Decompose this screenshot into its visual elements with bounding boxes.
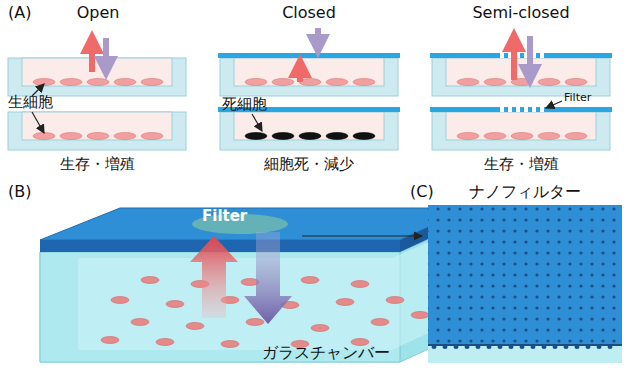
pore: [564, 345, 569, 349]
cell: [101, 337, 119, 344]
pore: [498, 345, 503, 349]
cell: [60, 79, 82, 86]
cell: [326, 133, 348, 140]
cell: [141, 277, 159, 284]
result-label: 生存・増殖: [60, 156, 135, 173]
filter-label: Filter: [202, 208, 247, 225]
cell: [565, 133, 587, 140]
cell: [301, 277, 319, 284]
cell: [371, 319, 389, 326]
cell: [353, 133, 375, 140]
cell: [141, 79, 163, 86]
cell: [484, 79, 506, 86]
cell: [538, 79, 560, 86]
pore: [509, 345, 514, 349]
cell: [166, 301, 184, 308]
result-label: 生存・増殖: [484, 156, 559, 173]
panel-label: (C): [410, 183, 434, 201]
cell: [311, 325, 329, 332]
cell-label: 生細胞: [8, 94, 53, 111]
cell: [87, 79, 109, 86]
cell: [386, 297, 404, 304]
chamber-label: ガラスチャンバー: [262, 344, 390, 362]
pore: [465, 345, 470, 349]
cell: [457, 133, 479, 140]
cell: [114, 79, 136, 86]
cell: [351, 281, 369, 288]
pore: [575, 345, 580, 349]
cell-label: 死細胞: [222, 96, 267, 113]
pore: [520, 345, 525, 349]
cell: [114, 133, 136, 140]
cell: [245, 79, 267, 86]
cell: [411, 312, 429, 319]
cell: [272, 79, 294, 86]
cell: [538, 133, 560, 140]
pore: [443, 345, 448, 349]
cell: [33, 133, 55, 140]
cell: [60, 133, 82, 140]
pore: [553, 345, 558, 349]
cell: [245, 133, 267, 140]
cell: [221, 341, 239, 348]
pore: [531, 345, 536, 349]
pore: [542, 345, 547, 349]
cell: [156, 339, 174, 346]
pore: [586, 345, 591, 349]
panel-label: (B): [8, 183, 31, 201]
pore: [476, 345, 481, 349]
result-label: 細胞死・減少: [264, 156, 354, 173]
pore: [454, 345, 459, 349]
cell: [272, 133, 294, 140]
cell: [246, 319, 264, 326]
cell: [336, 299, 354, 306]
condition-title: Open: [77, 4, 120, 22]
cell: [511, 133, 533, 140]
pore: [432, 345, 437, 349]
cell: [353, 79, 375, 86]
cell: [87, 133, 109, 140]
pore: [608, 345, 613, 349]
cell: [326, 79, 348, 86]
cell: [299, 133, 321, 140]
cell: [111, 297, 129, 304]
condition-title: Closed: [282, 4, 336, 22]
cell: [186, 323, 204, 330]
cell: [141, 133, 163, 140]
cell: [484, 133, 506, 140]
panel-label: (A): [8, 4, 31, 22]
cell: [131, 319, 149, 326]
cell: [457, 79, 479, 86]
filter-title: ナノフィルター: [469, 183, 581, 201]
pore: [487, 345, 492, 349]
cell: [565, 79, 587, 86]
condition-title: Semi-closed: [472, 4, 569, 22]
pore: [597, 345, 602, 349]
filter-label: Filter: [564, 92, 591, 105]
